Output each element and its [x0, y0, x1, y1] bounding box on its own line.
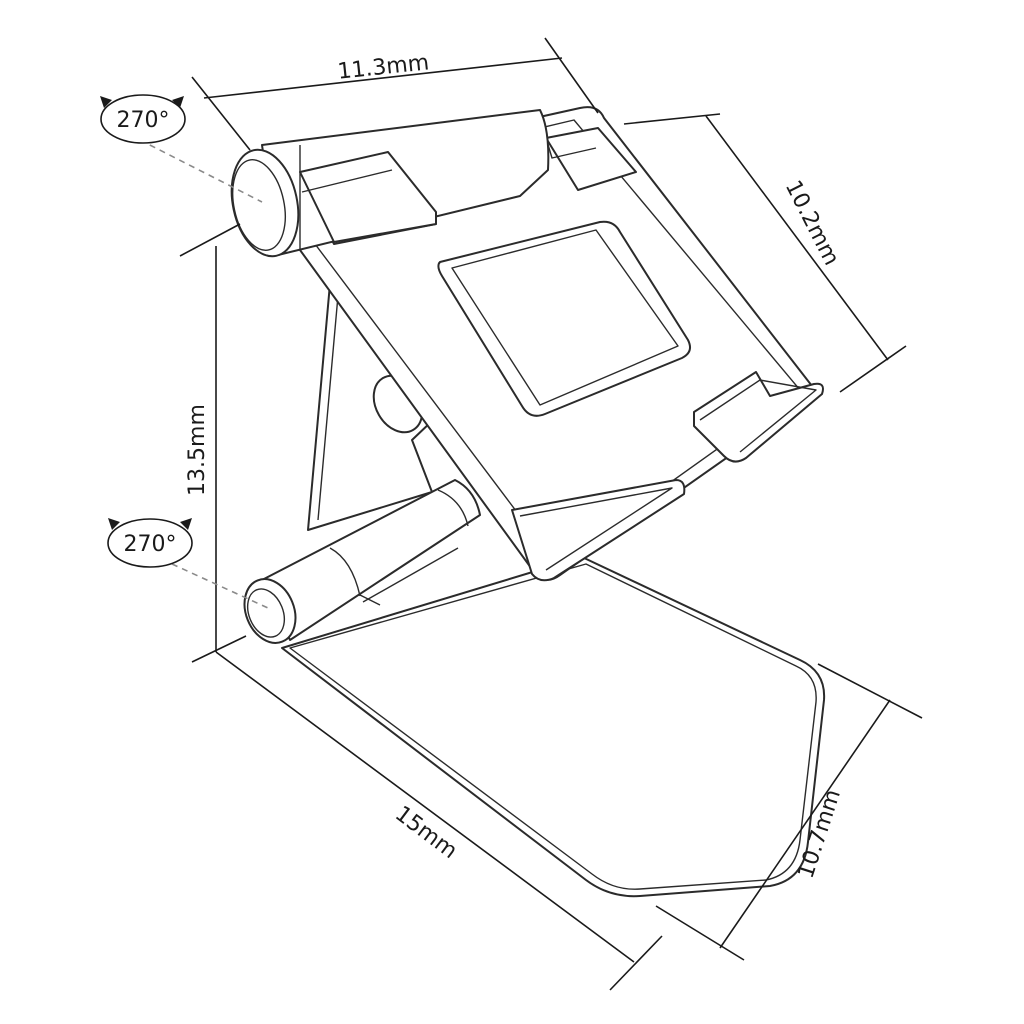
- lower-rotation-badge: 270°: [107, 518, 193, 568]
- top-depth-label: 10.2mm: [780, 176, 844, 269]
- lower-hooks: [511, 371, 824, 582]
- height-label: 13.5mm: [185, 404, 210, 496]
- lower-rotation-label: 270°: [124, 532, 177, 557]
- top-width-label: 11.3mm: [336, 50, 430, 84]
- upper-rotation-badge: 270°: [100, 94, 186, 144]
- rotation-arrow-icon: [180, 518, 192, 530]
- rotation-arrow-icon: [108, 518, 120, 530]
- lower-rotation-leader: [171, 563, 269, 609]
- rotation-arrow-icon: [172, 96, 184, 108]
- upper-rotation-leader: [139, 139, 263, 203]
- base-length-label: 15mm: [390, 802, 462, 865]
- base-plate: [281, 556, 826, 898]
- rotation-arrow-icon: [100, 96, 112, 108]
- upper-rotation-label: 270°: [117, 108, 170, 133]
- upper-hinge-endcap: [230, 148, 300, 258]
- lower-hinge: [243, 479, 481, 644]
- upper-hinge: [230, 109, 550, 258]
